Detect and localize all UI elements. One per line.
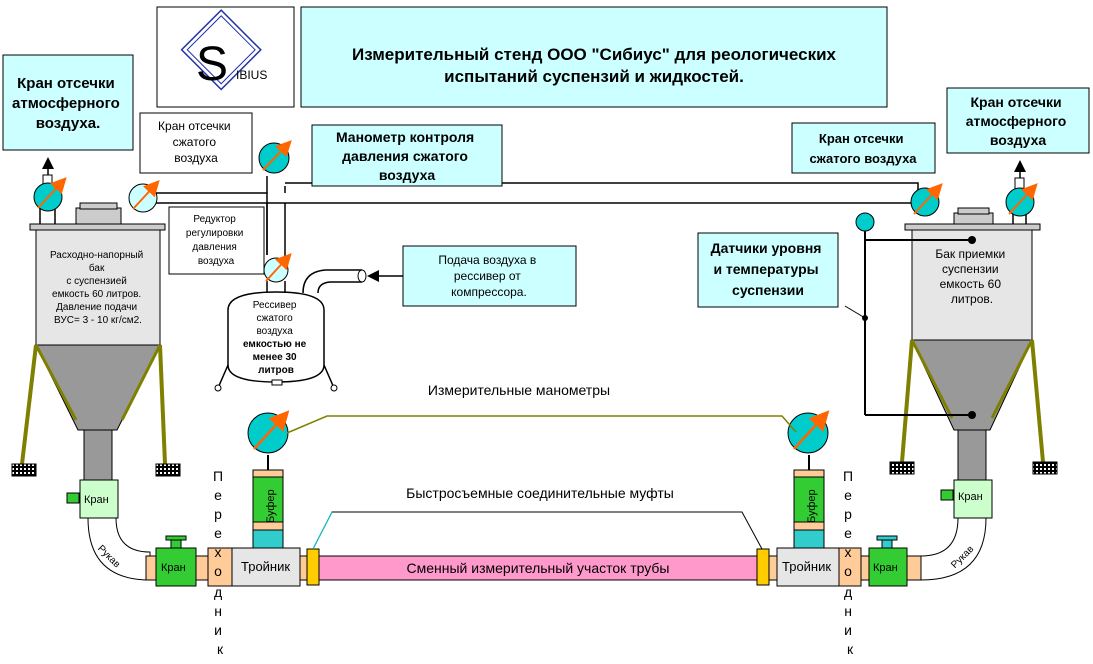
- svg-text:Буфер: Буфер: [806, 489, 818, 523]
- left-atm-valve-gauge: [33, 157, 67, 212]
- left-buffer: Буфер: [252, 455, 284, 549]
- svg-text:Кран: Кран: [873, 562, 898, 574]
- right-tee: Тройник: [776, 547, 840, 587]
- svg-text:Кран отсечки атмосферног: Кран отсечки атмосферного воздуха.: [12, 75, 124, 132]
- title-line-1: Измерительный стенд ООО "Сибиус" для рео…: [352, 45, 837, 64]
- right-pipe-stub: [768, 555, 778, 581]
- left-air-valve-gauge: [128, 180, 160, 213]
- right-atm-valve-gauge: [1005, 160, 1038, 217]
- couplings-leader: Быстросъемные соединительные муфты: [312, 485, 763, 550]
- svg-text:Кран отсечки атмосферног: Кран отсечки атмосферного воздуха: [966, 94, 1070, 148]
- callout-sensors: Датчики уровня и температуры суспензии: [697, 232, 839, 308]
- svg-text:Подача воздуха в рессиве: Подача воздуха в рессивер от компрессора…: [438, 253, 539, 299]
- gauges-leader: Измерительные манометры: [286, 382, 797, 434]
- callout-right-atm-valve: Кран отсечки атмосферного воздуха: [946, 87, 1090, 154]
- svg-text:Буфер: Буфер: [265, 489, 277, 523]
- callout-left-atm-valve: Кран отсечки атмосферного воздуха.: [2, 54, 134, 151]
- right-buffer: Буфер: [793, 455, 825, 549]
- couplings-label: Быстросъемные соединительные муфты: [406, 485, 674, 501]
- right-tank-valve: Кран: [940, 479, 993, 519]
- svg-text:Тройник: Тройник: [782, 559, 831, 574]
- left-tee: Тройник: [231, 547, 301, 587]
- control-manometer: [258, 140, 292, 174]
- title-line-2: испытаний суспензий и жидкостей.: [444, 67, 744, 86]
- svg-text:Кран: Кран: [958, 491, 983, 503]
- svg-text:Кран: Кран: [84, 494, 109, 506]
- right-hose: Рукав: [920, 517, 987, 581]
- svg-text:Манометр контроля давлен: Манометр контроля давления сжатого возду…: [336, 129, 478, 183]
- callout-reducer: Редуктор регулировки давления воздуха: [168, 206, 265, 275]
- logo-letter: S: [196, 38, 228, 91]
- right-air-valve-gauge: [910, 183, 943, 217]
- svg-text:Тройник: Тройник: [241, 559, 290, 574]
- left-tank: Расходно-напорный бак с суспензией емкос…: [11, 202, 181, 481]
- left-tank-valve: Кран: [66, 479, 119, 519]
- right-adapter: П е р е х о д н и к: [838, 468, 862, 657]
- left-hose: Рукав: [87, 517, 151, 581]
- svg-text:Датчики уровня и темпера: Датчики уровня и температуры суспензии: [711, 240, 826, 298]
- title-box: Измерительный стенд ООО "Сибиус" для рео…: [300, 6, 888, 108]
- receiver-label: Рессивер сжатого воздуха емкостью не мен…: [243, 300, 309, 376]
- svg-text:Сменный измерительный участок: Сменный измерительный участок трубы: [407, 560, 670, 576]
- svg-text:Редуктор регулировки: Редуктор регулировки давления воздуха: [186, 214, 246, 267]
- left-adapter: П е р е х о д н и к: [207, 468, 233, 657]
- gauges-label: Измерительные манометры: [428, 382, 610, 398]
- reducer-gauge: [263, 253, 292, 283]
- svg-text:Кран отсечки сжатого: Кран отсечки сжатого воздуха: [158, 119, 234, 165]
- level-temperature-sensors: [844, 212, 976, 419]
- left-adapter-label: П е р е х о д н и к: [213, 468, 227, 657]
- right-tank: Бак приемки суспензии емкость 60 литров.: [889, 207, 1058, 481]
- svg-text:Кран отсечки сжатого воз: Кран отсечки сжатого воздуха: [809, 131, 917, 166]
- left-tank-label: Расходно-напорный бак с суспензией емкос…: [50, 250, 146, 326]
- test-section: Сменный измерительный участок трубы: [318, 555, 758, 581]
- svg-text:Кран: Кран: [161, 562, 186, 574]
- right-line-valve: Кран: [860, 535, 922, 587]
- callout-right-air-valve: Кран отсечки сжатого воздуха: [791, 122, 936, 174]
- air-receiver: Рессивер сжатого воздуха емкостью не мен…: [214, 269, 367, 392]
- right-coupling: [756, 548, 770, 586]
- sibius-logo: S IBIUS: [156, 6, 295, 108]
- logo-text: IBIUS: [236, 68, 267, 82]
- callout-manometer-control: Манометр контроля давления сжатого возду…: [311, 124, 503, 187]
- right-measuring-gauge: [787, 410, 830, 454]
- callout-air-supply: Подача воздуха в рессивер от компрессора…: [367, 245, 577, 307]
- right-adapter-label: П е р е х о д н и к: [843, 468, 857, 657]
- left-measuring-gauge: [247, 410, 290, 454]
- left-line-valve: Кран: [145, 535, 209, 587]
- left-coupling: [306, 548, 320, 586]
- callout-left-air-valve: Кран отсечки сжатого воздуха: [139, 112, 253, 174]
- right-tank-label: Бак приемки суспензии емкость 60 литров.: [935, 247, 1008, 306]
